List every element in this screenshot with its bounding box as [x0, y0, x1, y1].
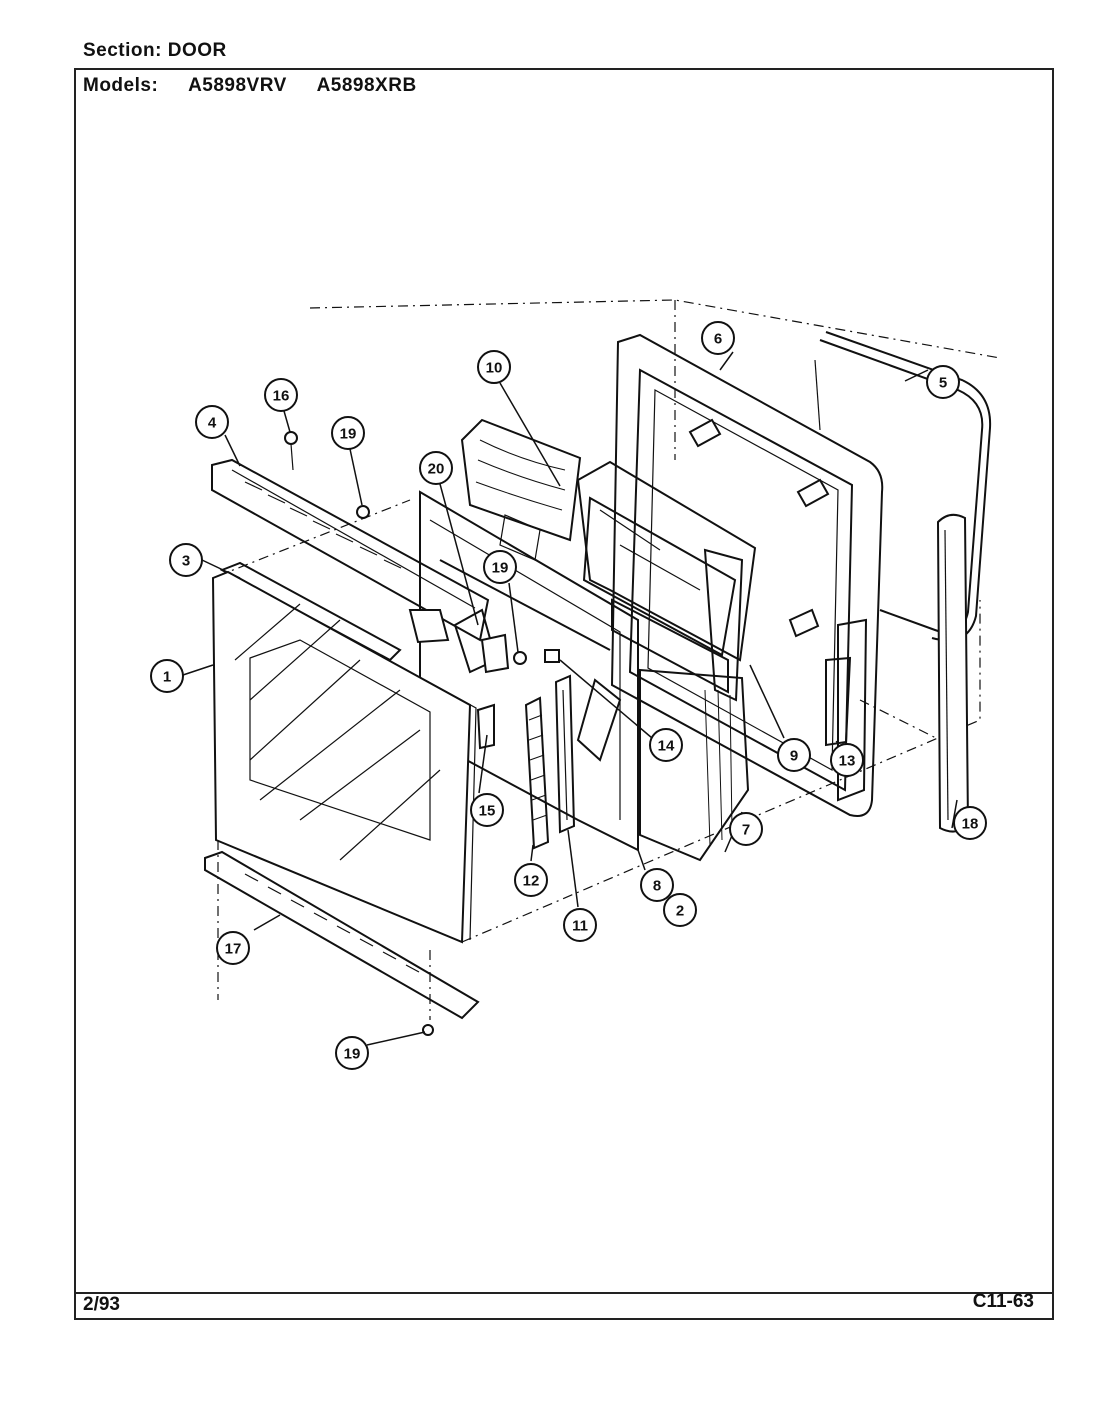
callout-9: 9 — [777, 738, 811, 772]
callout-12: 12 — [514, 863, 548, 897]
callout-10: 10 — [477, 350, 511, 384]
callout-2: 2 — [663, 893, 697, 927]
svg-text:10: 10 — [486, 360, 503, 377]
callout-14: 14 — [649, 728, 683, 762]
footer-date: 2/93 — [83, 1294, 120, 1315]
svg-text:12: 12 — [523, 873, 540, 890]
callout-8: 8 — [640, 868, 674, 902]
svg-text:16: 16 — [273, 388, 290, 405]
svg-text:2: 2 — [676, 903, 684, 920]
part-hinge-13 — [825, 656, 852, 747]
callout-5: 5 — [926, 365, 960, 399]
svg-text:18: 18 — [962, 816, 979, 833]
callout-18: 18 — [953, 806, 987, 840]
callout-3: 3 — [169, 543, 203, 577]
svg-text:19: 19 — [340, 426, 357, 443]
part-outer-glass-1 — [211, 570, 477, 944]
footer-code: C11-63 — [972, 1291, 1034, 1312]
diagram-frame — [74, 68, 1054, 1320]
callout-19c: 19 — [335, 1036, 369, 1070]
part-glass-pack-9 — [576, 460, 757, 702]
part-top-trim-4 — [211, 458, 490, 644]
section-label: Section: — [83, 40, 162, 61]
part-side-trim-18 — [936, 513, 970, 833]
part-insulation-7 — [639, 668, 750, 862]
part-inner-liner-6 — [610, 333, 884, 817]
callout-11: 11 — [563, 908, 597, 942]
svg-text:6: 6 — [714, 331, 722, 348]
part-gasket-strip-12 — [524, 696, 550, 850]
models-label: Models: — [83, 75, 159, 96]
model-number-1: A5898VRV — [188, 75, 287, 96]
callout-20: 20 — [419, 451, 453, 485]
part-insulation-10 — [460, 418, 582, 561]
alignment-lines — [217, 299, 1001, 1020]
part-bottom-trim-17 — [204, 850, 480, 1020]
svg-text:3: 3 — [182, 553, 190, 570]
section-title: Section: DOOR — [83, 40, 227, 62]
callout-4: 4 — [195, 405, 229, 439]
callout-15: 15 — [470, 793, 504, 827]
callout-6: 6 — [701, 321, 735, 355]
callout-1: 1 — [150, 659, 184, 693]
part-bracket-20 — [453, 608, 510, 674]
svg-text:7: 7 — [742, 822, 750, 839]
svg-text:1: 1 — [163, 669, 171, 686]
part-latch-14 — [544, 649, 560, 663]
svg-text:8: 8 — [653, 878, 661, 895]
svg-text:19: 19 — [344, 1046, 361, 1063]
svg-text:15: 15 — [479, 803, 496, 820]
part-clip-15 — [476, 703, 495, 750]
footer-divider — [74, 1292, 1054, 1294]
svg-text:13: 13 — [839, 753, 856, 770]
svg-text:11: 11 — [572, 918, 588, 935]
svg-text:20: 20 — [428, 461, 445, 478]
callout-7: 7 — [729, 812, 763, 846]
models-line: Models: A5898VRV A5898XRB — [83, 75, 417, 97]
svg-text:5: 5 — [939, 375, 947, 392]
svg-text:4: 4 — [208, 415, 217, 432]
svg-text:17: 17 — [225, 941, 242, 958]
callout-13: 13 — [830, 743, 864, 777]
section-value: DOOR — [167, 40, 227, 61]
part-channel-11 — [554, 674, 576, 834]
svg-text:14: 14 — [658, 738, 675, 755]
svg-text:19: 19 — [492, 560, 509, 577]
screw-icon — [284, 431, 527, 1036]
model-number-2: A5898XRB — [316, 75, 417, 96]
callout-17: 17 — [216, 931, 250, 965]
callout-16: 16 — [264, 378, 298, 412]
callout-19a: 19 — [331, 416, 365, 450]
svg-text:9: 9 — [790, 748, 798, 765]
callout-19b: 19 — [483, 550, 517, 584]
